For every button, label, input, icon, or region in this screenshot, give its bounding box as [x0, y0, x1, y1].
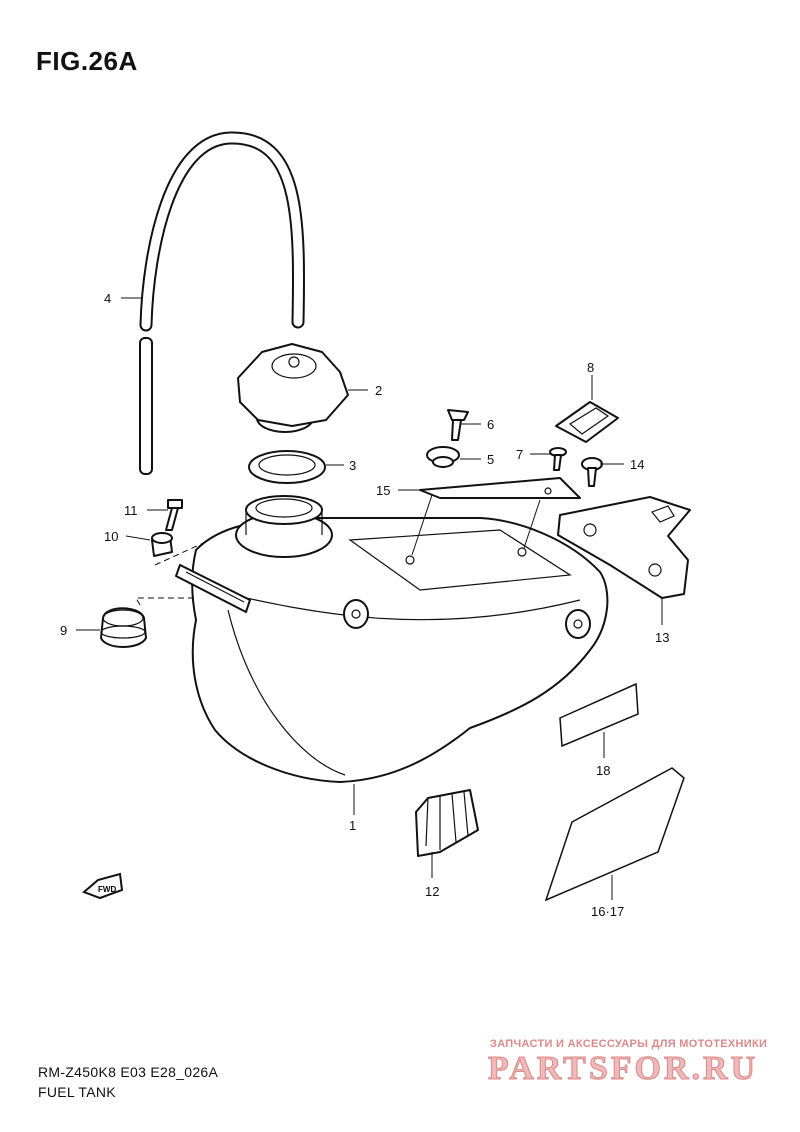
- breather-hose[interactable]: [139, 131, 306, 475]
- callout-16-17: 16·17: [591, 904, 624, 919]
- callout-3: 3: [349, 458, 356, 473]
- leader-lines: [76, 297, 663, 900]
- watermark-brand: PARTSFOR.RU: [487, 1050, 759, 1088]
- tank-plate[interactable]: [419, 477, 581, 499]
- tank-emblem-sticker[interactable]: [544, 767, 685, 902]
- assembly-lines: [135, 494, 541, 606]
- fwd-label: FWD: [98, 885, 116, 894]
- tank-bracket[interactable]: [557, 496, 691, 599]
- rivet-bolt[interactable]: [581, 457, 603, 487]
- section-name: FUEL TANK: [38, 1084, 116, 1100]
- tank-collar[interactable]: [151, 532, 173, 557]
- cushion-washer[interactable]: [426, 446, 460, 468]
- warning-label[interactable]: [559, 682, 639, 748]
- callout-labels: 4 2 3 6 5 7 8 9 10 11 15 14 13 1 12 18 1…: [60, 291, 669, 919]
- callout-5: 5: [487, 452, 494, 467]
- callout-6: 6: [487, 417, 494, 432]
- fuel-cap[interactable]: [237, 343, 349, 433]
- callout-10: 10: [104, 529, 118, 544]
- callout-18: 18: [596, 763, 610, 778]
- callout-13: 13: [655, 630, 669, 645]
- fwd-arrow-icon: FWD: [82, 872, 124, 900]
- figure-title: FIG.26A: [36, 46, 138, 76]
- callout-4: 4: [104, 291, 111, 306]
- callout-1: 1: [349, 818, 356, 833]
- callout-11: 11: [124, 503, 138, 518]
- watermark-tagline: ЗАПЧАСТИ И АКСЕССУАРЫ ДЛЯ МОТОТЕХНИКИ: [490, 1038, 768, 1050]
- tank-protector[interactable]: [415, 789, 479, 857]
- callout-8: 8: [587, 360, 594, 375]
- tank-clamp[interactable]: [555, 401, 619, 443]
- callout-14: 14: [630, 457, 644, 472]
- plate-screw[interactable]: [447, 409, 469, 441]
- callout-15: 15: [376, 483, 390, 498]
- callout-12: 12: [425, 884, 439, 899]
- mounting-bolt[interactable]: [165, 499, 183, 531]
- callout-9: 9: [60, 623, 67, 638]
- model-code: RM-Z450K8 E03 E28_026A: [38, 1064, 219, 1080]
- cap-gasket[interactable]: [248, 450, 326, 484]
- fuel-tank[interactable]: [175, 495, 609, 783]
- callout-2: 2: [375, 383, 382, 398]
- rubber-grommet[interactable]: [100, 607, 147, 648]
- small-screw[interactable]: [549, 447, 567, 471]
- callout-7: 7: [516, 447, 523, 462]
